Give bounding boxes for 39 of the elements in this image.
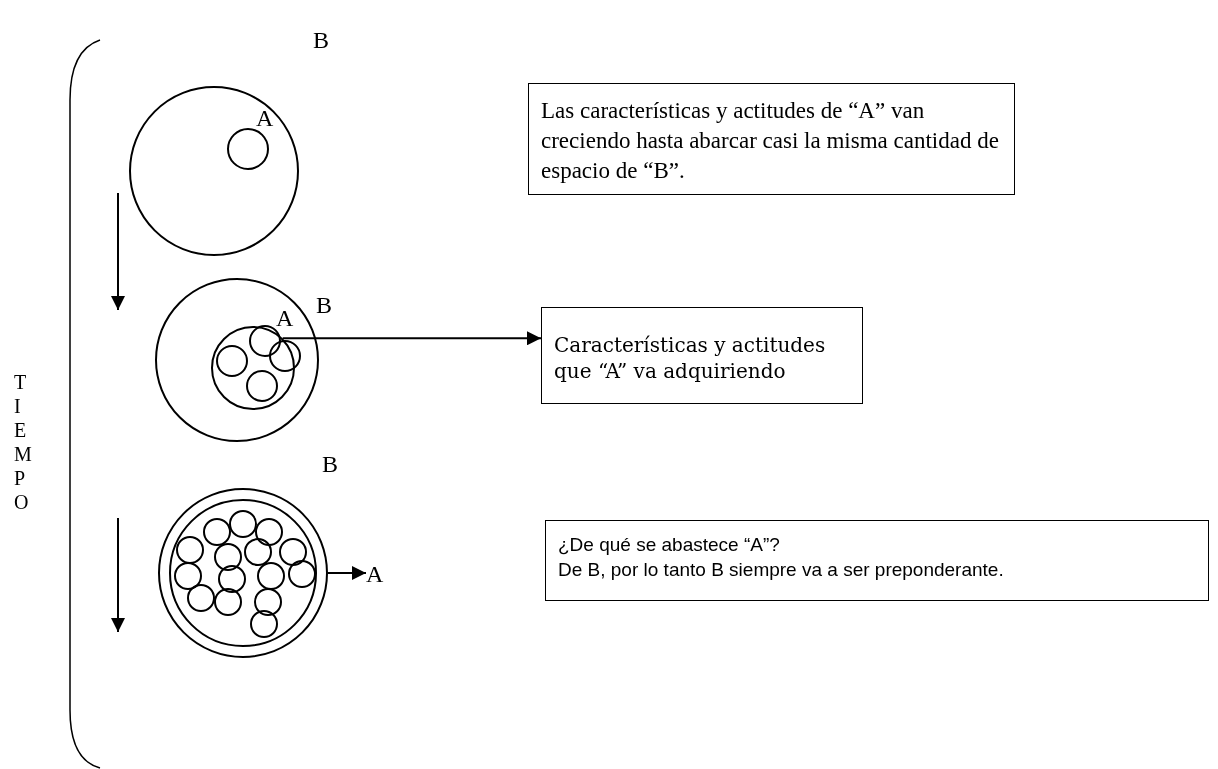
circle <box>249 325 281 357</box>
circle <box>174 562 202 590</box>
circle-label: B <box>322 452 338 476</box>
circle-label: B <box>316 293 332 317</box>
box-text: ¿De qué se abastece “A”? <box>558 533 781 557</box>
circle <box>216 345 248 377</box>
circle <box>214 588 242 616</box>
circle <box>255 518 283 546</box>
vertical-axis-label: T I E M P O <box>14 370 30 514</box>
box-text: Las características y actitudes de “A” van creciendo hasta abarcar casi la misma cantidad de espacio de “B”. <box>541 97 1000 185</box>
circle <box>176 536 204 564</box>
circle <box>229 510 257 538</box>
circle <box>227 128 269 170</box>
box-text: Características y actitudes que “A” va adquiriendo <box>554 332 827 384</box>
text-box <box>528 83 1015 195</box>
circle <box>257 562 285 590</box>
circle <box>244 538 272 566</box>
circle <box>169 499 317 647</box>
arrow <box>327 566 367 580</box>
circle <box>269 340 301 372</box>
circle <box>218 565 246 593</box>
circle <box>203 518 231 546</box>
circle <box>279 538 307 566</box>
circle <box>254 588 282 616</box>
circle <box>187 584 215 612</box>
circle-label: A <box>256 106 274 130</box>
text-box <box>541 307 863 404</box>
circle-label: B <box>313 28 329 52</box>
circle <box>250 610 278 638</box>
letter-label: A <box>366 561 390 587</box>
circle-label: A <box>276 306 294 330</box>
circle <box>288 560 316 588</box>
box-text: De B, por lo tanto B siempre va a ser preponderante. <box>558 557 1005 582</box>
circle <box>214 543 242 571</box>
circle <box>246 370 278 402</box>
arrow <box>281 331 542 346</box>
circle <box>129 86 299 256</box>
circle <box>158 488 328 658</box>
text-box <box>545 520 1209 601</box>
